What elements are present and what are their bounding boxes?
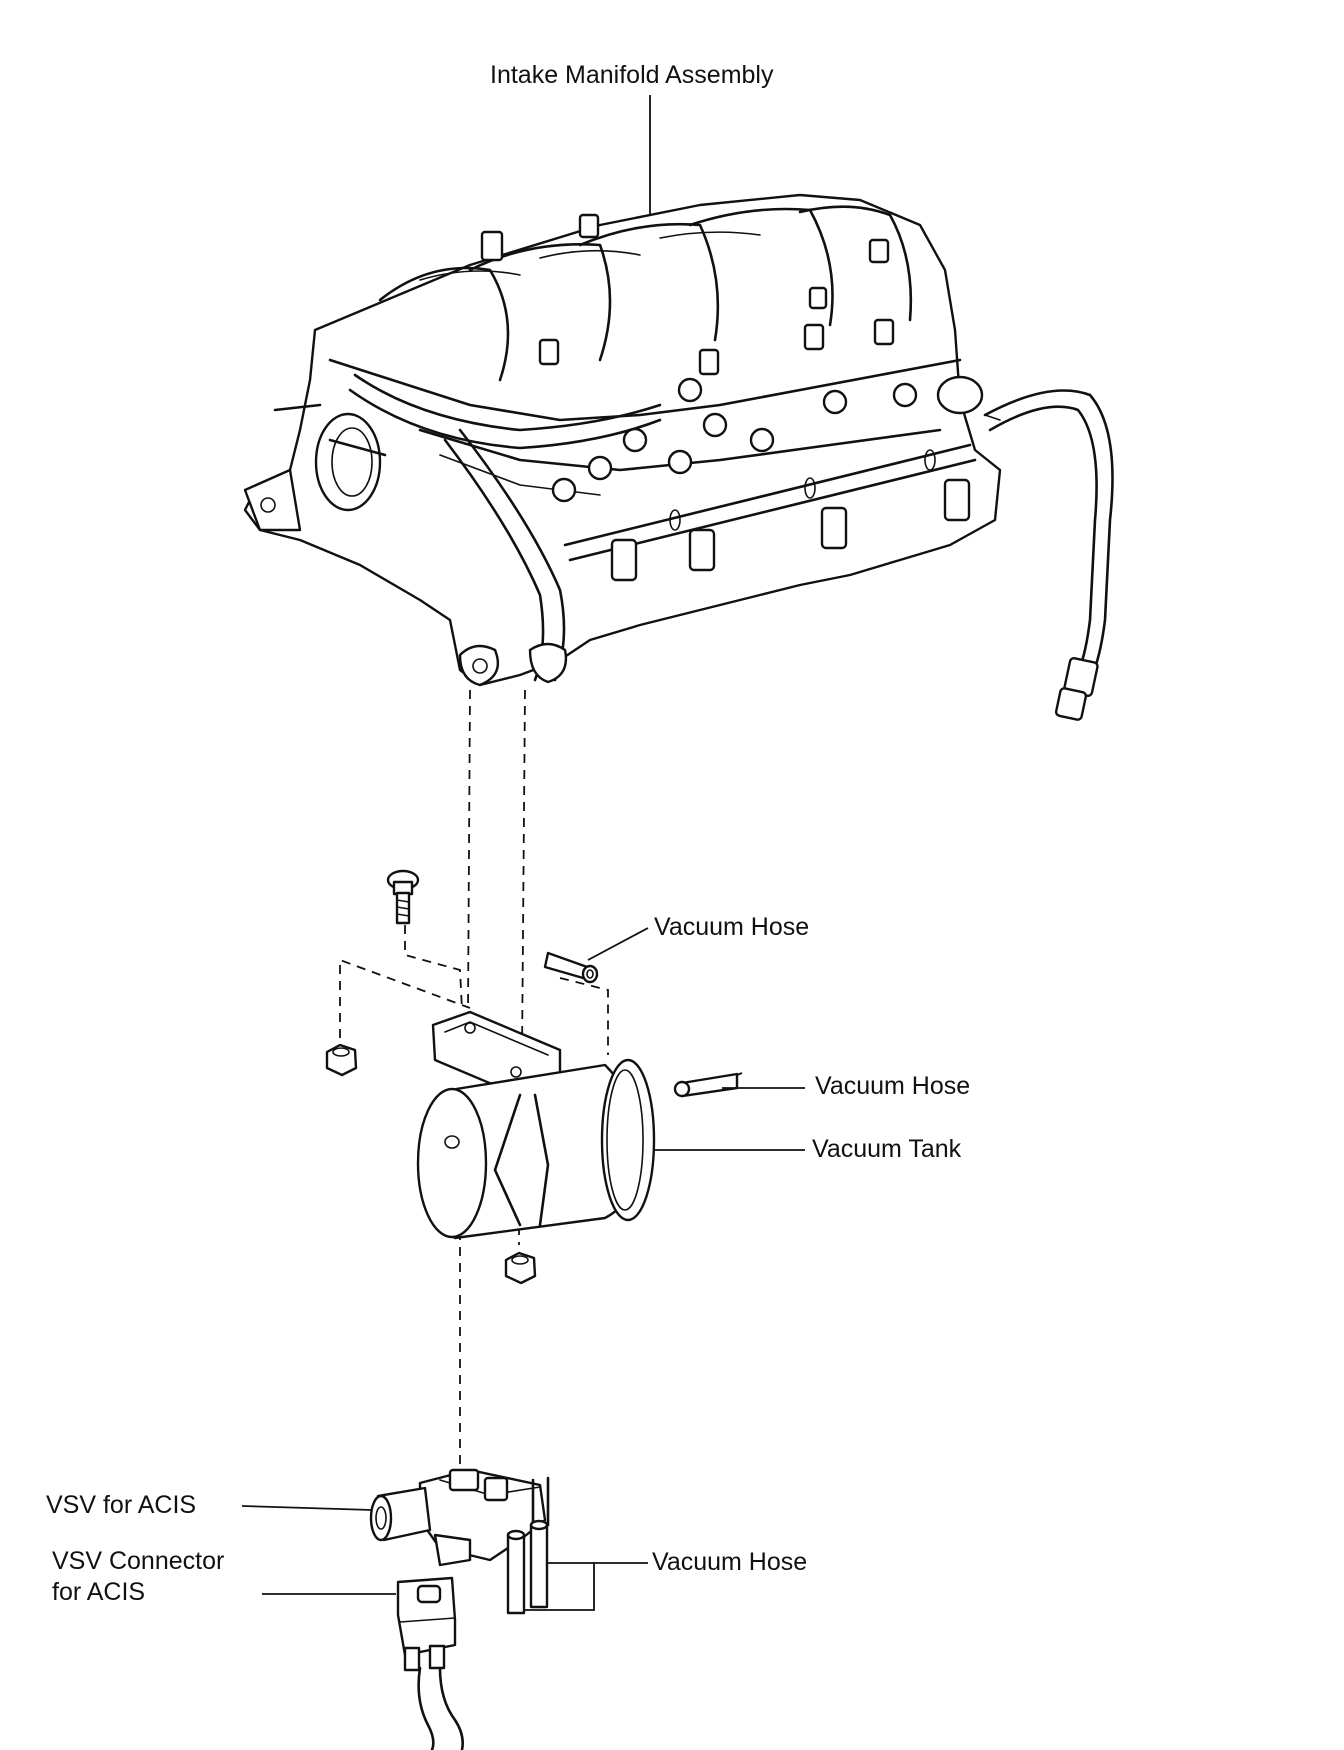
bolt-drawing	[386, 869, 420, 925]
label-vsv-connector-for-acis: VSV Connector for ACIS	[52, 1546, 224, 1608]
vacuum-tank-drawing	[416, 1010, 805, 1240]
label-vsv-connector-line1: VSV Connector	[52, 1547, 225, 1575]
vacuum-hose-1-drawing	[543, 927, 649, 984]
vsv-drawing	[241, 1468, 550, 1567]
vsv-connector-drawing	[262, 1576, 464, 1750]
label-vacuum-hose-upper: Vacuum Hose	[654, 913, 810, 941]
label-vsv-connector-line2: for ACIS	[52, 1578, 146, 1606]
nut-left-drawing	[325, 1043, 358, 1077]
label-vsv-for-acis: VSV for ACIS	[46, 1491, 197, 1519]
vacuum-hose-3-drawing	[506, 1519, 648, 1615]
label-vacuum-hose-lower: Vacuum Hose	[652, 1548, 808, 1576]
label-vacuum-hose-middle: Vacuum Hose	[815, 1072, 971, 1100]
intake-manifold-drawing	[243, 95, 1114, 721]
label-intake-manifold-assembly: Intake Manifold Assembly	[490, 61, 774, 89]
nut-lower-drawing	[504, 1251, 537, 1285]
vacuum-hose-2-drawing	[673, 1072, 805, 1098]
label-vacuum-tank: Vacuum Tank	[812, 1135, 962, 1163]
